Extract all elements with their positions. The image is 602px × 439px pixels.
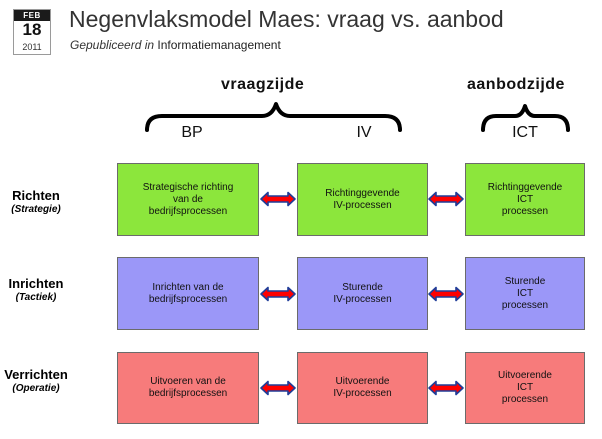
meta-prefix: Gepubliceerd in [70,38,155,52]
row-label-inrichten: Inrichten (Tactiek) [0,276,72,304]
group-supply-heading: aanbodzijde [467,76,565,93]
brace-demand [145,102,402,132]
cell-inrichten-iv: Sturende IV-processen [297,257,428,330]
date-month: FEB [14,10,50,21]
cell-verrichten-iv: Uitvoerende IV-processen [297,352,428,424]
column-bp: BP [181,124,203,141]
cell-verrichten-ict: Uitvoerende ICT processen [465,352,585,424]
date-day: 18 [22,20,42,39]
cell-richten-bp: Strategische richting van de bedrijfspro… [117,163,259,236]
date-badge: FEB 18 2011 [13,9,51,55]
cell-richten-ict: Richtinggevende ICT processen [465,163,585,236]
double-arrow-verrichten-iv-ict [428,380,464,396]
row-label-text: Richten [12,188,60,203]
double-arrow-inrichten-bp-iv [260,286,296,302]
cell-inrichten-bp: Inrichten van de bedrijfsprocessen [117,257,259,330]
cell-richten-iv: Richtinggevende IV-processen [297,163,428,236]
brace-supply [481,104,570,132]
double-arrow-richten-bp-iv [260,191,296,207]
post-meta: Gepubliceerd in Informatiemanagement [70,38,281,52]
row-label-text: Inrichten [8,276,64,291]
double-arrow-richten-iv-ict [428,191,464,207]
column-ict: ICT [512,124,538,141]
row-label-richten: Richten (Strategie) [0,188,72,216]
row-label-verrichten: Verrichten (Operatie) [0,367,72,395]
group-demand-heading: vraagzijde [221,76,305,93]
row-sublabel-text: (Tactiek) [15,292,57,303]
category-link[interactable]: Informatiemanagement [157,38,281,52]
column-iv: IV [356,124,372,141]
double-arrow-verrichten-bp-iv [260,380,296,396]
date-year: 2011 [22,42,42,52]
post-title[interactable]: Negenvlaksmodel Maes: vraag vs. aanbod [69,6,504,32]
row-sublabel-text: (Strategie) [11,204,61,215]
double-arrow-inrichten-iv-ict [428,286,464,302]
row-sublabel-text: (Operatie) [12,383,60,394]
row-label-text: Verrichten [4,367,68,382]
cell-inrichten-ict: Sturende ICT processen [465,257,585,330]
cell-verrichten-bp: Uitvoeren van de bedrijfsprocessen [117,352,259,424]
